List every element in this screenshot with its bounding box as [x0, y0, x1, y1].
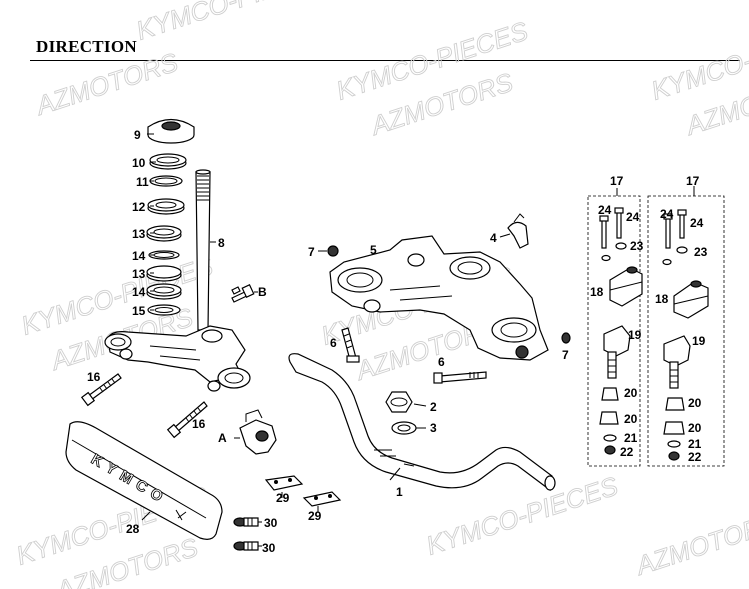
upper-triple-clamp: [329, 235, 549, 361]
label-6-left: 6: [330, 336, 337, 350]
label-24-a: 24: [598, 203, 612, 217]
nut-7-lower: [561, 332, 571, 344]
watermark: AZMO: [681, 89, 749, 141]
label-23-a: 23: [630, 239, 644, 253]
label-17-right: 17: [686, 174, 700, 188]
label-20-c: 20: [688, 396, 702, 410]
label-19-a: 19: [628, 328, 642, 342]
watermark: AZMOTORS: [631, 507, 749, 582]
bolt-16-upper: [80, 373, 122, 407]
label-20-d: 20: [688, 421, 702, 435]
title-rule: [30, 60, 740, 61]
label-30-b: 30: [262, 541, 276, 555]
label-7-lower: 7: [562, 348, 569, 362]
nut-2: [385, 391, 413, 413]
label-15: 15: [132, 304, 146, 318]
steering-stem: [195, 169, 211, 331]
handlebar: [288, 353, 556, 492]
label-29-a: 29: [276, 491, 290, 505]
label-16-upper: 16: [87, 370, 101, 384]
screw-30-b: [233, 541, 259, 551]
label-23-b: 23: [694, 245, 708, 259]
label-24-c: 24: [660, 207, 674, 221]
label-14: 14: [132, 249, 146, 263]
label-30-a: 30: [264, 516, 278, 530]
label-18-b: 18: [655, 292, 669, 306]
label-3: 3: [430, 421, 437, 435]
callout-labels: 9 10 11 12 13 14 13 14 15 8 B 16 16 A 28…: [87, 128, 708, 555]
screw-30-a: [233, 517, 259, 527]
nut-7-upper: [327, 245, 339, 257]
fork-bridge: [104, 325, 251, 392]
bearing-stack: [146, 118, 195, 316]
label-13-lower: 13: [132, 267, 146, 281]
label-5: 5: [370, 243, 377, 257]
label-20-b: 20: [624, 412, 638, 426]
clip-4: [507, 213, 529, 249]
riser-group-left: [587, 188, 643, 467]
page-title: DIRECTION: [36, 37, 137, 56]
label-22-a: 22: [620, 445, 634, 459]
label-14-lower: 14: [132, 285, 146, 299]
clamp-a: [239, 409, 277, 455]
bolt-b: [231, 283, 258, 303]
watermark: KYMCO-PIECES: [133, 0, 333, 46]
label-1: 1: [396, 485, 403, 499]
label-8: 8: [218, 236, 225, 250]
label-4: 4: [490, 231, 497, 245]
watermark: AZMOTORS: [31, 47, 182, 122]
label-29-b: 29: [308, 509, 322, 523]
label-21-a: 21: [624, 431, 638, 445]
leader-lines: [141, 133, 511, 547]
label-20-a: 20: [624, 386, 638, 400]
bolt-6-right: [433, 371, 487, 384]
label-12: 12: [132, 200, 146, 214]
label-10: 10: [132, 156, 146, 170]
riser-group-right: [647, 186, 725, 467]
bolt-16-lower: [166, 401, 208, 439]
label-6-right: 6: [438, 355, 445, 369]
label-16-lower: 16: [192, 417, 206, 431]
label-18-a: 18: [590, 285, 604, 299]
label-a: A: [218, 431, 227, 445]
label-24-d: 24: [690, 216, 704, 230]
bracket-29-a: [264, 475, 304, 491]
label-24-b: 24: [626, 210, 640, 224]
label-21-b: 21: [688, 437, 702, 451]
label-9: 9: [134, 128, 141, 142]
label-28: 28: [126, 522, 140, 536]
label-11: 11: [136, 175, 149, 189]
bolt-6-left: [341, 327, 360, 363]
label-17-left: 17: [610, 174, 624, 188]
label-2: 2: [430, 400, 437, 414]
label-22-b: 22: [688, 450, 702, 464]
washer-3: [391, 421, 417, 435]
label-19-b: 19: [692, 334, 706, 348]
bracket-29-b: [302, 491, 342, 507]
label-7-upper: 7: [308, 245, 315, 259]
label-b: B: [258, 285, 267, 299]
label-13: 13: [132, 227, 146, 241]
